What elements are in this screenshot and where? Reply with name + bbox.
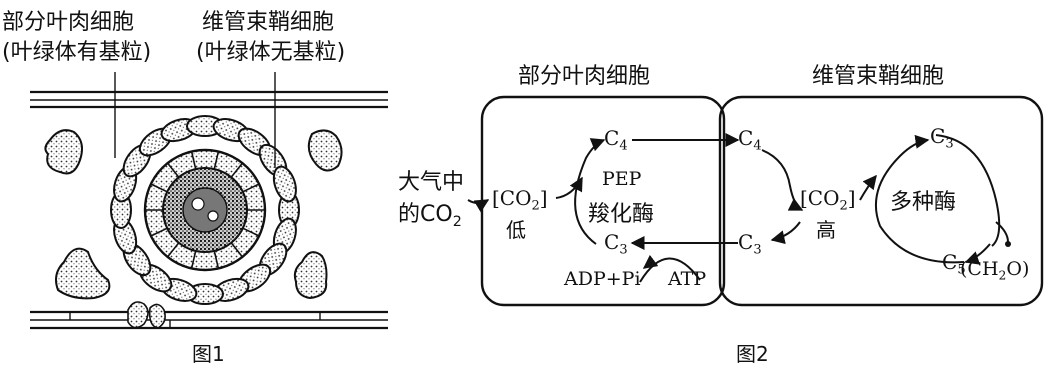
fig1-bundle-sheath-label: 维管束鞘细胞 (202, 10, 335, 35)
c5-label: C5 (942, 250, 966, 278)
bundle-sheath-cell-wall (150, 227, 168, 237)
figure2-pathway (467, 95, 1044, 307)
fig2-caption: 图2 (736, 342, 769, 366)
bundle-sheath-cell-wall (242, 183, 260, 193)
c4-right-label: C4 (738, 126, 762, 154)
calvin-left-arc (874, 134, 965, 264)
high-label: 高 (816, 218, 836, 242)
enzymes-label: 多种酶 (890, 190, 957, 215)
low-label: 低 (506, 218, 526, 242)
bundle-sheath-cell-wall (190, 250, 197, 269)
bundle-sheath-cell-box (718, 95, 1044, 307)
ch2o-label: (CH2O) (960, 258, 1030, 283)
co2-entry-arrow (467, 199, 490, 213)
c4-left-label: C4 (604, 126, 628, 154)
co2-high-label: [CO2] (800, 186, 856, 214)
atp-label: ATP (668, 268, 707, 290)
fig1-mesophyll-note: (叶绿体有基粒) (2, 40, 152, 65)
c4-to-co2-arrow (761, 149, 804, 211)
ch2o-branch-line (995, 221, 1009, 243)
bundle-sheath-cell-wall (242, 227, 260, 237)
co2-low-label: [CO2] (492, 186, 548, 214)
c3-to-c4-arrow (574, 138, 606, 245)
c3-left-label: C3 (604, 230, 628, 258)
bundle-sheath-cell-wall (213, 250, 220, 269)
fig1-caption: 图1 (192, 342, 225, 366)
mesophyll-ring (110, 115, 300, 305)
bundle-sheath-cell-wall (213, 151, 220, 170)
stoma-cells (127, 301, 166, 329)
ch2o-branch-dot (1005, 241, 1011, 247)
lower-epidermis (30, 310, 388, 330)
fig1-mesophyll-label: 部分叶肉细胞 (2, 10, 135, 35)
co2-to-calvin-arrow (859, 174, 877, 201)
upper-epidermis (30, 90, 388, 109)
scattered-mesophyll-cells (44, 129, 343, 300)
adp-pi-label: ADP+Pi (564, 268, 641, 290)
figure1-leaf-section (30, 72, 388, 330)
bundle-sheath-cell-wall (166, 162, 180, 178)
co2-to-c3-arrow (770, 221, 801, 245)
bundle-sheath (143, 148, 267, 272)
carboxylase-label: 羧化酶 (588, 202, 655, 227)
bundle-sheath-cell-wall (230, 242, 244, 258)
co2-to-c4-arrow (555, 176, 583, 199)
fig2-mesophyll-title: 部分叶肉细胞 (518, 64, 651, 89)
calvin-right-arc (935, 134, 1001, 247)
atp-adp-arrowhead (642, 254, 659, 269)
atp-adp-arc (639, 257, 701, 283)
bundle-sheath-cell-wall (166, 242, 180, 258)
pep-label: PEP (602, 168, 642, 190)
c3-top-label: C3 (930, 124, 954, 152)
bundle-sheath-cell-wall (230, 162, 244, 178)
bundle-sheath-cell-wall (190, 151, 197, 170)
fig2-bundle-sheath-title: 维管束鞘细胞 (812, 64, 945, 89)
atmosphere-label-line1: 大气中 (398, 170, 465, 195)
c3-right-label: C3 (738, 230, 762, 258)
fig1-bundle-sheath-note: (叶绿体无基粒) (196, 40, 346, 65)
mesophyll-ring-cell (272, 165, 297, 203)
bundle-sheath-cell-wall (150, 183, 168, 193)
calvin-c3-to-c5-arrowhead (964, 243, 991, 265)
atmosphere-label-line2: 的CO2 (398, 202, 462, 230)
